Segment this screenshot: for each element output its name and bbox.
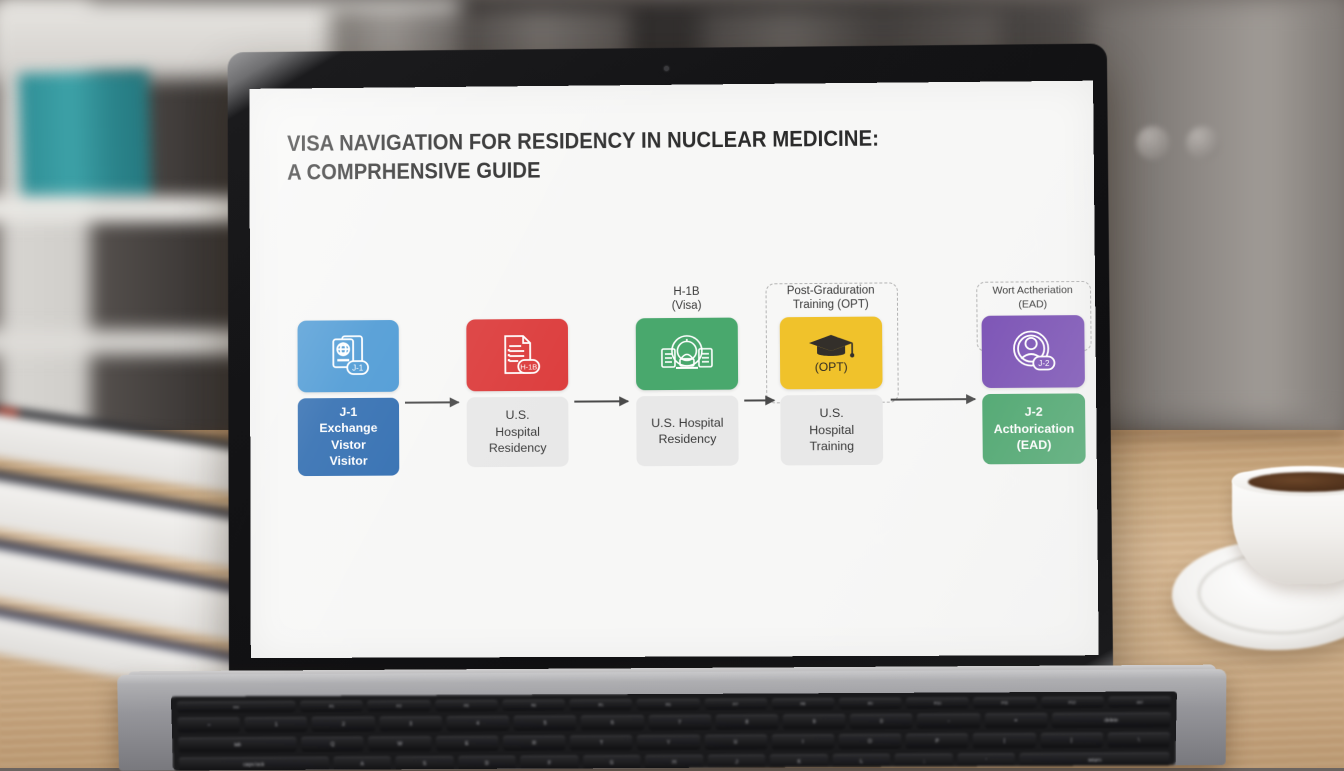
h1bvisa-caption-line-2: (Visa)	[636, 299, 738, 314]
h1bvisa-label-line-1: U.S. Hospital	[651, 414, 723, 431]
opt-label-line-2: Hospital	[809, 422, 854, 439]
flow-arrow-1	[405, 401, 459, 403]
flow-node-h1b-visa-caption: H-1B (Visa)	[636, 280, 738, 315]
passport-icon: J-1	[298, 320, 399, 392]
opt-label-line-3: Training	[809, 438, 854, 455]
webcam-icon	[664, 66, 669, 71]
h1bdoc-label-line-1: U.S.	[489, 407, 547, 424]
keyboard-blur-overlay	[172, 694, 1176, 768]
h1bvisa-label-line-2: Residency	[651, 431, 723, 448]
j2-caption-line-2: (EAD)	[981, 298, 1084, 312]
opt-caption-line-1: Post-Graduration	[779, 283, 881, 298]
visa-flow-diagram: J-1 J-1 Exchange Vistor Visitor	[270, 277, 1091, 512]
flow-node-j1[interactable]: J-1 J-1 Exchange Vistor Visitor	[298, 320, 400, 476]
opt-label-line-1: U.S.	[809, 405, 854, 422]
j1-label-line-3: Visitor	[302, 453, 395, 470]
flow-node-opt[interactable]: Post-Graduration Training (OPT) (OPT)	[779, 278, 883, 465]
flow-node-j1-label: J-1 Exchange Vistor Visitor	[298, 398, 400, 476]
j2-label-line-2: Acthorication	[994, 420, 1075, 437]
document-h1b-icon: H-1B	[466, 319, 568, 392]
opt-caption-line-2: Training (OPT)	[780, 298, 882, 313]
j2-label-line-3: (EAD)	[994, 437, 1075, 454]
flow-arrow-4	[891, 398, 976, 401]
title-line-2: A COMPRHENSIVE GUIDE	[287, 153, 915, 187]
flow-node-j2[interactable]: Wort Actheriation (EAD) J-2	[981, 277, 1086, 464]
j2-label-line-1: J-2	[993, 404, 1074, 421]
flow-node-h1b-doc-label: U.S. Hospital Residency	[467, 397, 569, 468]
svg-text:J-1: J-1	[352, 364, 364, 373]
flow-node-j2-caption: Wort Actheriation (EAD)	[981, 277, 1084, 312]
graduation-cap-icon: (OPT)	[780, 317, 883, 390]
flow-node-j2-label: J-2 Acthorication (EAD)	[982, 393, 1085, 464]
h1bdoc-label-line-2: Hospital	[489, 424, 547, 441]
opt-icon-badge: (OPT)	[815, 360, 848, 374]
flow-node-h1b-visa-label: U.S. Hospital Residency	[636, 396, 738, 467]
title-line-1: VISA NAVIGATION FOR RESIDENCY IN NUCLEAR…	[287, 124, 915, 158]
flow-node-opt-label: U.S. Hospital Training	[780, 395, 883, 466]
flow-node-opt-caption: Post-Graduration Training (OPT)	[779, 278, 882, 313]
j2-caption-line-1: Wort Actheriation	[981, 284, 1084, 298]
page-title: VISA NAVIGATION FOR RESIDENCY IN NUCLEAR…	[287, 124, 915, 186]
h1bvisa-caption-line-1: H-1B	[636, 284, 738, 299]
laptop-screen[interactable]: VISA NAVIGATION FOR RESIDENCY IN NUCLEAR…	[249, 81, 1098, 658]
j1-label-line-1: J-1	[302, 404, 395, 421]
j1-label-line-2: Exchange Vistor	[302, 420, 395, 453]
svg-text:J-2: J-2	[1038, 359, 1050, 368]
person-badge-icon: J-2	[982, 315, 1085, 388]
svg-text:H-1B: H-1B	[520, 362, 537, 371]
h1bdoc-label-line-3: Residency	[489, 440, 547, 457]
flow-node-h1b-doc[interactable]: H-1B U.S. Hospital Residency	[466, 319, 568, 467]
flow-node-h1b-visa[interactable]: H-1B (Visa)	[636, 280, 739, 467]
ct-scanner-icon	[636, 318, 738, 391]
flow-arrow-3	[744, 399, 774, 401]
flow-arrow-2	[574, 400, 628, 402]
presentation-slide: VISA NAVIGATION FOR RESIDENCY IN NUCLEAR…	[249, 81, 1098, 658]
